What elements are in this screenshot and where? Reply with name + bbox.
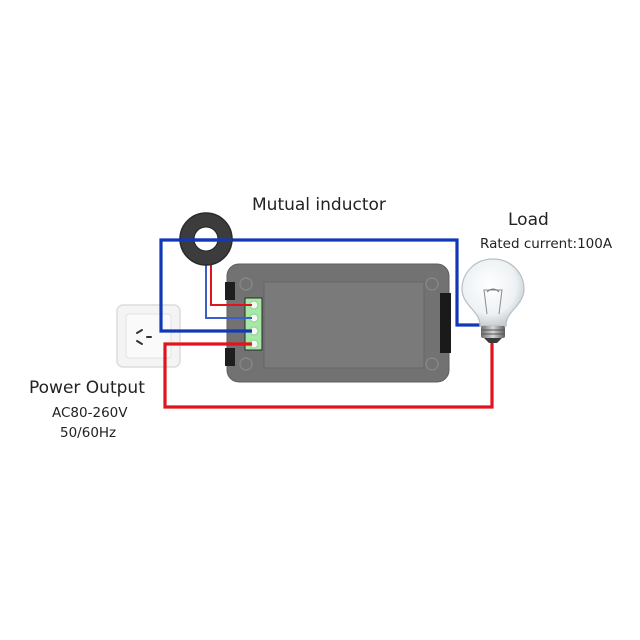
power-voltage-label: AC80-260V <box>52 405 128 421</box>
load-rating-label: Rated current:100A <box>480 236 613 252</box>
ct-sense-wire-blue <box>205 262 252 319</box>
neutral-wire <box>159 238 492 333</box>
mutual-inductor-label: Mutual inductor <box>252 195 386 215</box>
power-socket <box>116 304 181 368</box>
live-wire <box>163 333 494 409</box>
light-bulb <box>461 258 525 343</box>
ct-sense-wire-red <box>210 262 252 306</box>
terminal-block <box>244 297 263 351</box>
current-transformer <box>179 212 233 266</box>
socket-slot-icon <box>136 329 143 334</box>
load-label: Load <box>508 210 549 230</box>
socket-slot-icon <box>136 340 143 345</box>
power-meter <box>225 263 451 383</box>
power-frequency-label: 50/60Hz <box>60 425 117 441</box>
power-output-label: Power Output <box>29 378 145 398</box>
